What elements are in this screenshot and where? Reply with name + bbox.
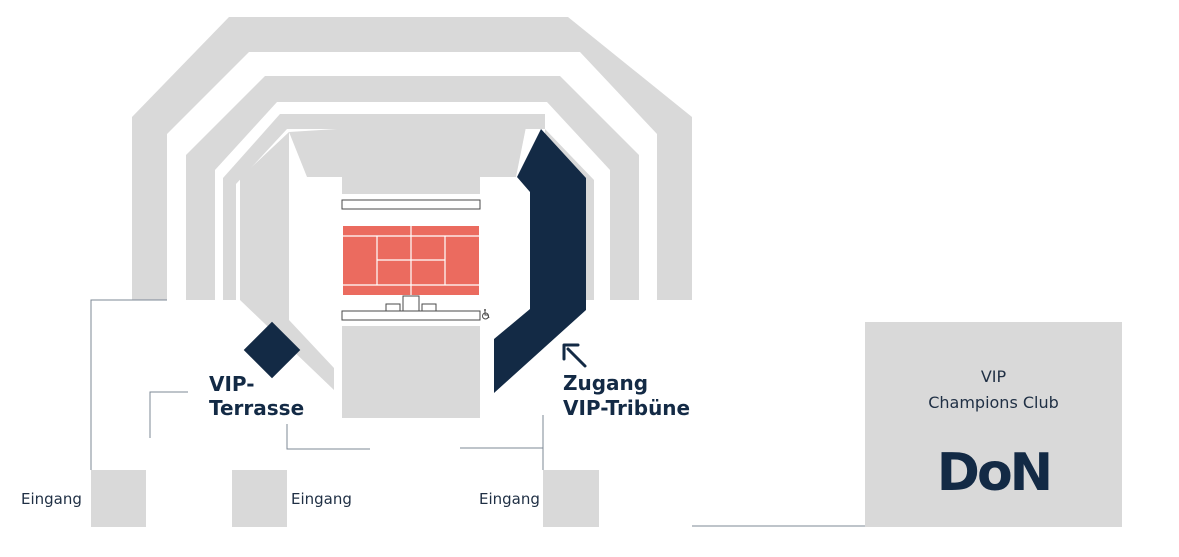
walkway-left-inner: [149, 391, 188, 438]
wheelchair-icon-head: [484, 309, 486, 311]
eingang-label-left: Eingang: [21, 490, 82, 508]
umpire-chair: [402, 295, 420, 312]
walkway-lines: [90, 299, 865, 527]
players-bench-right: [421, 303, 437, 312]
vip-tribune-stand: [494, 129, 586, 393]
champions-club-label-line2: Champions Club: [928, 393, 1059, 412]
upper-bench: [341, 199, 481, 210]
players-bench-left: [385, 303, 401, 312]
wheelchair-icon: [482, 309, 490, 320]
vip-terrasse-label-line1: VIP-: [209, 372, 255, 396]
walkway-left-outer: [90, 299, 167, 470]
wheelchair-icon-wheel: [482, 312, 489, 320]
court-lines: [343, 226, 479, 295]
entrance-block-center: [232, 470, 287, 527]
champions-club-label-line1: VIP: [981, 367, 1007, 386]
bottom-stand: [342, 326, 480, 418]
arrow-head: [562, 343, 580, 361]
walkway-center: [286, 424, 370, 450]
eingang-label-center: Eingang: [291, 490, 352, 508]
vip-terrasse-label-line2: Terrasse: [209, 396, 304, 420]
tennis-court: [343, 226, 479, 295]
walkway-right: [460, 447, 544, 470]
zugang-label-line1: Zugang: [563, 371, 648, 395]
entrance-block-right: [543, 470, 599, 527]
top-court-block: [342, 177, 480, 194]
arrow-up-left-icon: [562, 343, 587, 368]
champions-club-block: [865, 322, 1122, 527]
eingang-label-right: Eingang: [479, 490, 540, 508]
top-court-stand: [289, 117, 528, 177]
entrance-block-left: [91, 470, 146, 527]
don-logo: DoN: [937, 443, 1050, 503]
inner-stand-right: [545, 129, 594, 300]
lower-bench: [341, 310, 481, 321]
zugang-label-line2: VIP-Tribüne: [563, 396, 690, 420]
arrow-shaft: [566, 347, 587, 368]
left-near-stand: [240, 132, 334, 390]
